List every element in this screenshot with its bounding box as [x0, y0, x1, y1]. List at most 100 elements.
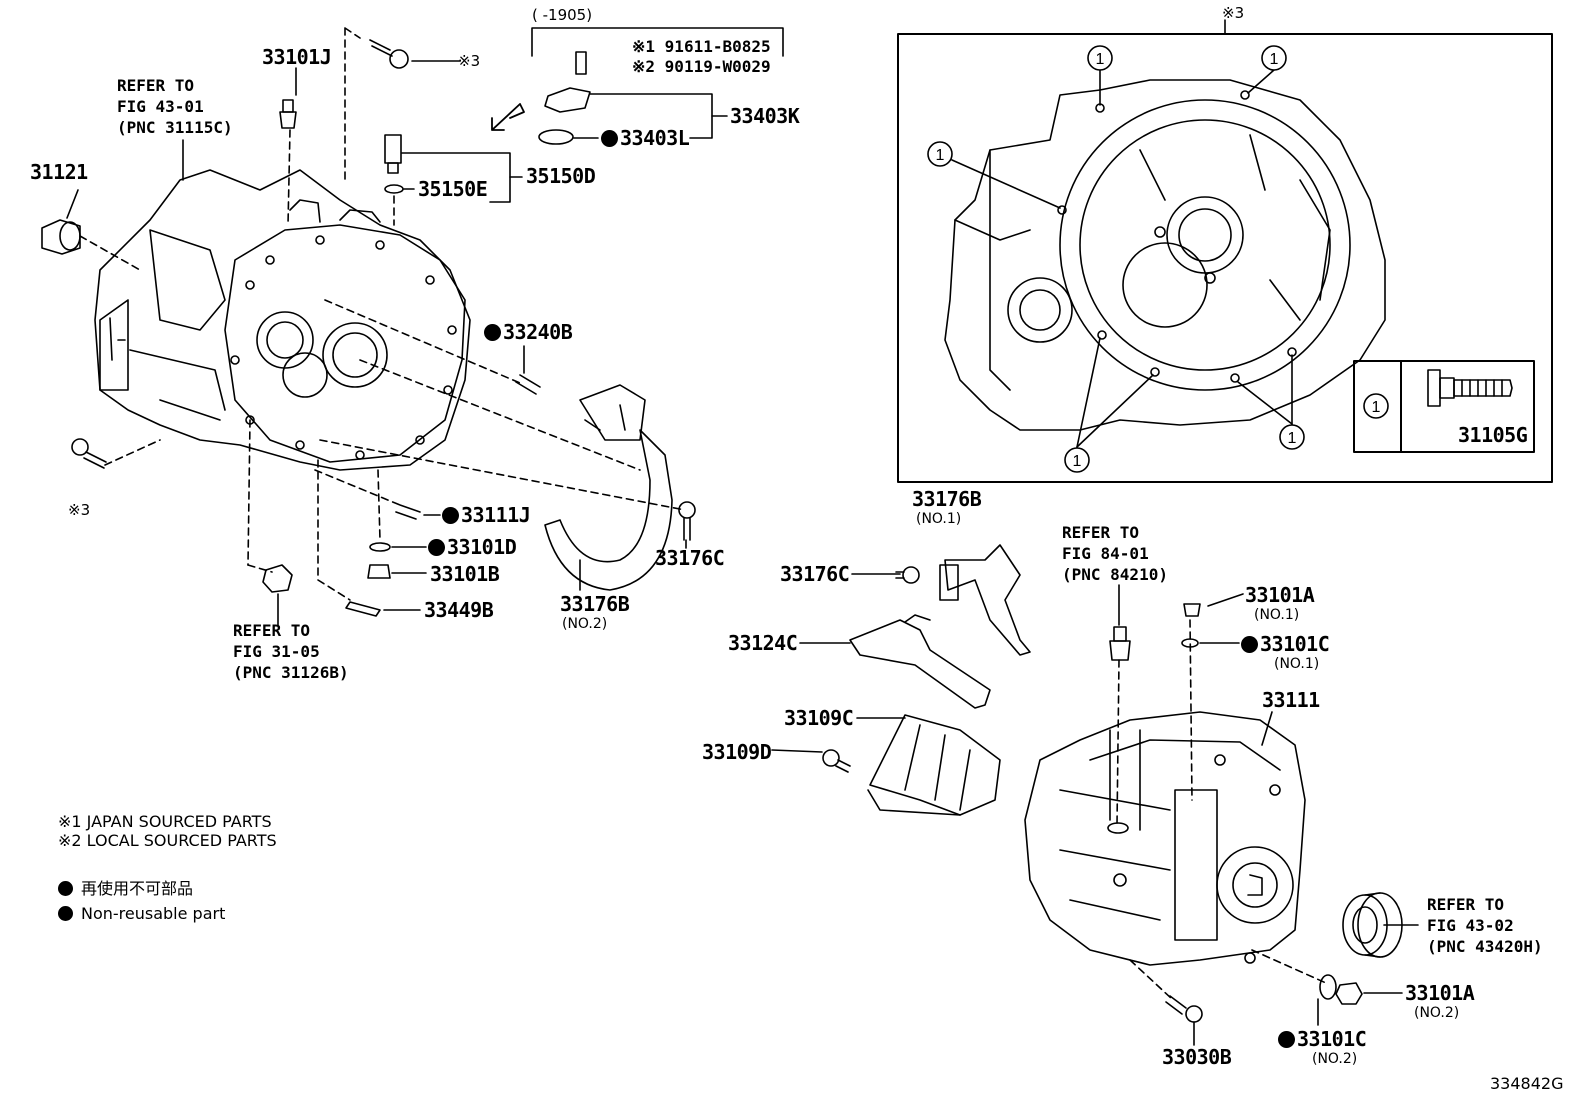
deflector-no2 — [544, 384, 673, 591]
legend-non-reusable-jp: 再使用不可部品 — [58, 879, 193, 898]
part-label-33109c: 33109C — [784, 706, 854, 730]
plug-31126b — [262, 564, 293, 593]
part-label-31105g: 31105G — [1458, 423, 1528, 447]
part-label-33111j: 33111J — [442, 504, 531, 526]
part-sub-no2-33101a: (NO.2) — [1414, 1005, 1460, 1021]
legend-non-reusable-en: Non-reusable part — [58, 904, 225, 923]
bolt-33176c-a — [678, 501, 696, 541]
refer-fig-43-01: REFER TO FIG 43-01 (PNC 31115C) — [117, 76, 233, 137]
transaxle-housing-left — [94, 169, 471, 471]
part-label-33449b: 33449B — [424, 598, 494, 622]
callout-number: 1 — [936, 147, 945, 164]
part-label-33101b: 33101B — [430, 562, 500, 586]
plate-33176b-no1 — [939, 544, 1031, 656]
refer-fig-84-01: REFER TO FIG 84-01 (PNC 84210) — [1062, 523, 1168, 584]
part-label-33240b: 33240B — [484, 321, 573, 343]
part-sub-no1-33101c: (NO.1) — [1274, 656, 1320, 672]
plate-33449b — [345, 601, 381, 617]
mark-3-top: ※3 — [458, 52, 481, 70]
callout-circle-1: 1 — [1087, 45, 1113, 71]
part-label-33101j: 33101J — [262, 45, 332, 69]
callout-number: 1 — [1073, 453, 1082, 470]
mark-3-left: ※3 — [68, 501, 91, 519]
plug-33101a-no1 — [1183, 603, 1201, 617]
bolt-33176c-b — [895, 566, 920, 584]
direction-arrow-icon — [491, 103, 525, 131]
non-reusable-dot-icon — [58, 881, 73, 896]
callout-circle-1: 1 — [1363, 393, 1389, 419]
part-label-33176c-a: 33176C — [655, 546, 725, 570]
part-label-35150d: 35150D — [526, 164, 596, 188]
callout-circle-1: 1 — [927, 141, 953, 167]
part-label-33101d: 33101D — [428, 536, 517, 558]
plug-31121 — [41, 219, 81, 255]
bolt-left-3 — [71, 438, 107, 469]
part-label-33101c-no1: 33101C — [1241, 633, 1330, 655]
part-sub-no2-33101c: (NO.2) — [1312, 1051, 1358, 1067]
bolt-33403k — [544, 51, 591, 113]
diagram-code: 334842G — [1490, 1074, 1564, 1093]
part-label-33030b: 33030B — [1162, 1045, 1232, 1069]
gasket-33101c-no2 — [1319, 974, 1337, 1000]
cover-33109c — [867, 714, 1001, 816]
part-label-33111: 33111 — [1262, 688, 1320, 712]
non-reusable-dot-icon — [1278, 1031, 1295, 1048]
inset-housing — [944, 79, 1386, 431]
part-sub-no1-33101a: (NO.1) — [1254, 607, 1300, 623]
bolt-31105g-icon — [1427, 369, 1513, 407]
part-label-33124c: 33124C — [728, 631, 798, 655]
note-japan-sourced: ※1 JAPAN SOURCED PARTS — [58, 812, 272, 831]
gasket-35150e — [384, 184, 404, 194]
washer-33101d — [369, 542, 391, 552]
part-label-33101a-no1: 33101A — [1245, 583, 1315, 607]
callout-number: 1 — [1372, 399, 1381, 416]
part-label-33109d: 33109D — [702, 740, 772, 764]
note-local-sourced: ※2 LOCAL SOURCED PARTS — [58, 831, 277, 850]
part-label-91611-b0825: ※1 91611-B0825 — [632, 37, 771, 56]
part-label-33176b-no1: 33176B — [912, 487, 982, 511]
part-label-33176b-no2: 33176B — [560, 592, 630, 616]
bolt-top-3 — [369, 39, 409, 69]
callout-number: 1 — [1096, 51, 1105, 68]
part-sub-no1-33176b: (NO.1) — [916, 511, 962, 527]
sensor-84210 — [1109, 626, 1131, 661]
dashed-guide-lines — [79, 27, 1327, 1000]
part-label-33403k: 33403K — [730, 104, 800, 128]
pin-33111j — [395, 504, 421, 520]
part-label-35150e: 35150E — [418, 177, 488, 201]
non-reusable-dot-icon — [484, 324, 501, 341]
o-ring-33403l — [538, 129, 574, 145]
part-label-31121: 31121 — [30, 160, 88, 184]
callout-circle-1: 1 — [1279, 424, 1305, 450]
bolt-33109d — [822, 749, 851, 773]
non-reusable-dot-icon — [58, 906, 73, 921]
plate-33124c — [849, 614, 991, 709]
non-reusable-dot-icon — [601, 130, 618, 147]
non-reusable-dot-icon — [1241, 636, 1258, 653]
bolt-legend-box — [1353, 360, 1535, 453]
serial-range: ( -1905) — [532, 6, 593, 24]
transaxle-case-right — [1024, 711, 1306, 966]
pin-33240b — [515, 374, 541, 395]
part-sub-no2-33176b: (NO.2) — [562, 616, 608, 632]
part-label-33176c-b: 33176C — [780, 562, 850, 586]
inset-leaders — [951, 69, 1293, 448]
non-reusable-dot-icon — [442, 507, 459, 524]
callout-number: 1 — [1288, 430, 1297, 447]
bolt-33030b — [1165, 995, 1203, 1023]
part-label-33403l: 33403L — [601, 127, 690, 149]
non-reusable-dot-icon — [428, 539, 445, 556]
callout-circle-1: 1 — [1064, 447, 1090, 473]
callout-number: 1 — [1270, 51, 1279, 68]
part-label-33101c-no2: 33101C — [1278, 1028, 1367, 1050]
plug-33101b — [367, 564, 391, 579]
leader-lines — [66, 27, 1419, 1046]
refer-fig-31-05: REFER TO FIG 31-05 (PNC 31126B) — [233, 621, 349, 682]
sensor-35150d — [384, 134, 402, 174]
plug-33101a-no2 — [1335, 982, 1363, 1005]
part-label-90119-w0029: ※2 90119-W0029 — [632, 57, 771, 76]
callout-circle-1: 1 — [1261, 45, 1287, 71]
bolt-33101j — [279, 99, 297, 129]
